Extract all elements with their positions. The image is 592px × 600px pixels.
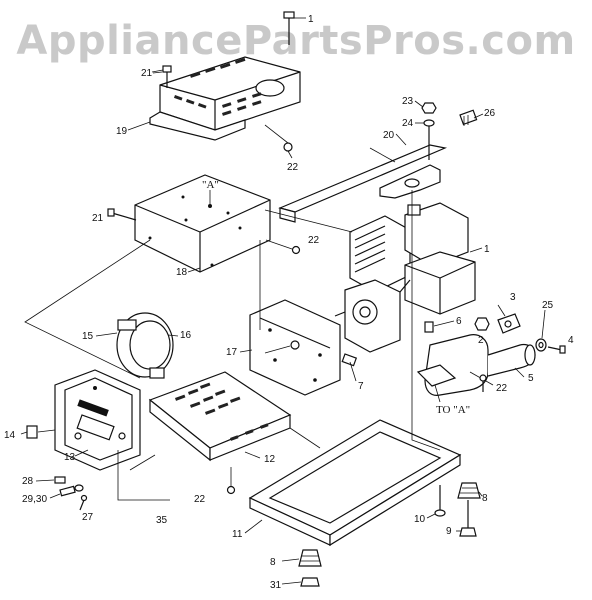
- callout-28: 28: [22, 476, 34, 487]
- part-27-screw: [79, 494, 88, 511]
- bolt-1: [283, 11, 306, 45]
- bolt-21-top: [151, 65, 172, 88]
- callout-15: 15: [82, 331, 94, 342]
- foot-8-left: [298, 549, 322, 567]
- callout-19: 19: [116, 126, 128, 137]
- washer-10: [434, 485, 446, 517]
- callout-9: 9: [446, 526, 452, 537]
- part-11-base-frame: [248, 419, 462, 547]
- callout-29-30: 29,30: [22, 494, 47, 505]
- part-2-nut: [474, 317, 490, 331]
- part-29-30-fuse: [59, 484, 84, 497]
- callout-21-top: 21: [141, 68, 153, 79]
- part-28-connector: [54, 476, 66, 484]
- callout-17: 17: [226, 347, 238, 358]
- part-17-back-plate: [249, 299, 341, 396]
- callout-21-side: 21: [92, 213, 104, 224]
- marker-to-a: TO "A": [436, 404, 470, 416]
- assembly-lines: [24, 190, 441, 501]
- nut-23: [421, 102, 437, 114]
- bolt-31: [300, 577, 320, 587]
- callout-6: 6: [456, 316, 462, 327]
- bolt-22-b: [265, 239, 301, 255]
- part-14-outlet: [26, 425, 38, 439]
- part-19-top-cover: [149, 56, 301, 141]
- callout-7: 7: [358, 381, 364, 392]
- callout-22-b: 22: [308, 235, 320, 246]
- part-6-tube: [424, 321, 434, 333]
- marker-a-top: "A": [202, 179, 219, 191]
- part-4-bolt: [547, 345, 566, 354]
- callout-27: 27: [82, 512, 94, 523]
- callout-13: 13: [64, 452, 76, 463]
- callout-18: 18: [176, 267, 188, 278]
- callout-8-right: 8: [482, 493, 488, 504]
- callout-31: 31: [270, 580, 282, 591]
- callout-8-left: 8: [270, 557, 276, 568]
- callout-24: 24: [402, 118, 414, 129]
- callout-3: 3: [510, 292, 516, 303]
- tray-slots: [175, 382, 269, 441]
- callout-25: 25: [542, 300, 554, 311]
- bolt-22-c: [479, 374, 487, 392]
- cover-slots: [173, 57, 262, 116]
- callout-16: 16: [180, 330, 192, 341]
- watermark-text: AppliancePartsPros.com: [16, 18, 576, 64]
- callout-4: 4: [568, 335, 574, 346]
- bolt-9: [459, 500, 477, 537]
- callout-22-c: 22: [496, 383, 508, 394]
- callout-14: 14: [4, 430, 16, 441]
- part-13-front-panel: [54, 369, 141, 471]
- callout-1: 1: [308, 14, 314, 25]
- callout-26: 26: [484, 108, 496, 119]
- callout-5: 5: [528, 373, 534, 384]
- part-20-bracket: [278, 144, 448, 223]
- part-5-muffler: [416, 334, 536, 396]
- callout-22-a: 22: [287, 162, 299, 173]
- callout-1-engine: 1: [484, 244, 490, 255]
- callout-labels: 1 21 19 22 20 23 24 26 "A" 21 22 18 1 3 …: [4, 14, 574, 591]
- callout-22-d: 22: [194, 494, 206, 505]
- bolt-22-d: [226, 467, 236, 495]
- callout-12: 12: [264, 454, 276, 465]
- part-25-washer: [535, 338, 547, 352]
- part-7-plug: [341, 353, 358, 367]
- callout-23: 23: [402, 96, 414, 107]
- part-12-base-tray: [148, 371, 292, 462]
- part-18-shroud: [134, 174, 271, 273]
- part-3-gasket: [497, 313, 521, 334]
- part-15-16-collar: [116, 312, 174, 379]
- callout-11: 11: [232, 529, 243, 540]
- foot-8-right: [457, 482, 481, 499]
- callout-10: 10: [414, 514, 426, 525]
- bolt-22-a: [264, 124, 293, 159]
- cylinder-fins: [354, 225, 386, 273]
- spring-26: [459, 109, 478, 126]
- callout-2: 2: [478, 335, 484, 346]
- part-1-engine: [334, 202, 483, 353]
- bolt-21-side: [107, 208, 137, 221]
- callout-20: 20: [383, 130, 395, 141]
- callout-35: 35: [156, 515, 168, 526]
- callout-leaders: [20, 71, 546, 585]
